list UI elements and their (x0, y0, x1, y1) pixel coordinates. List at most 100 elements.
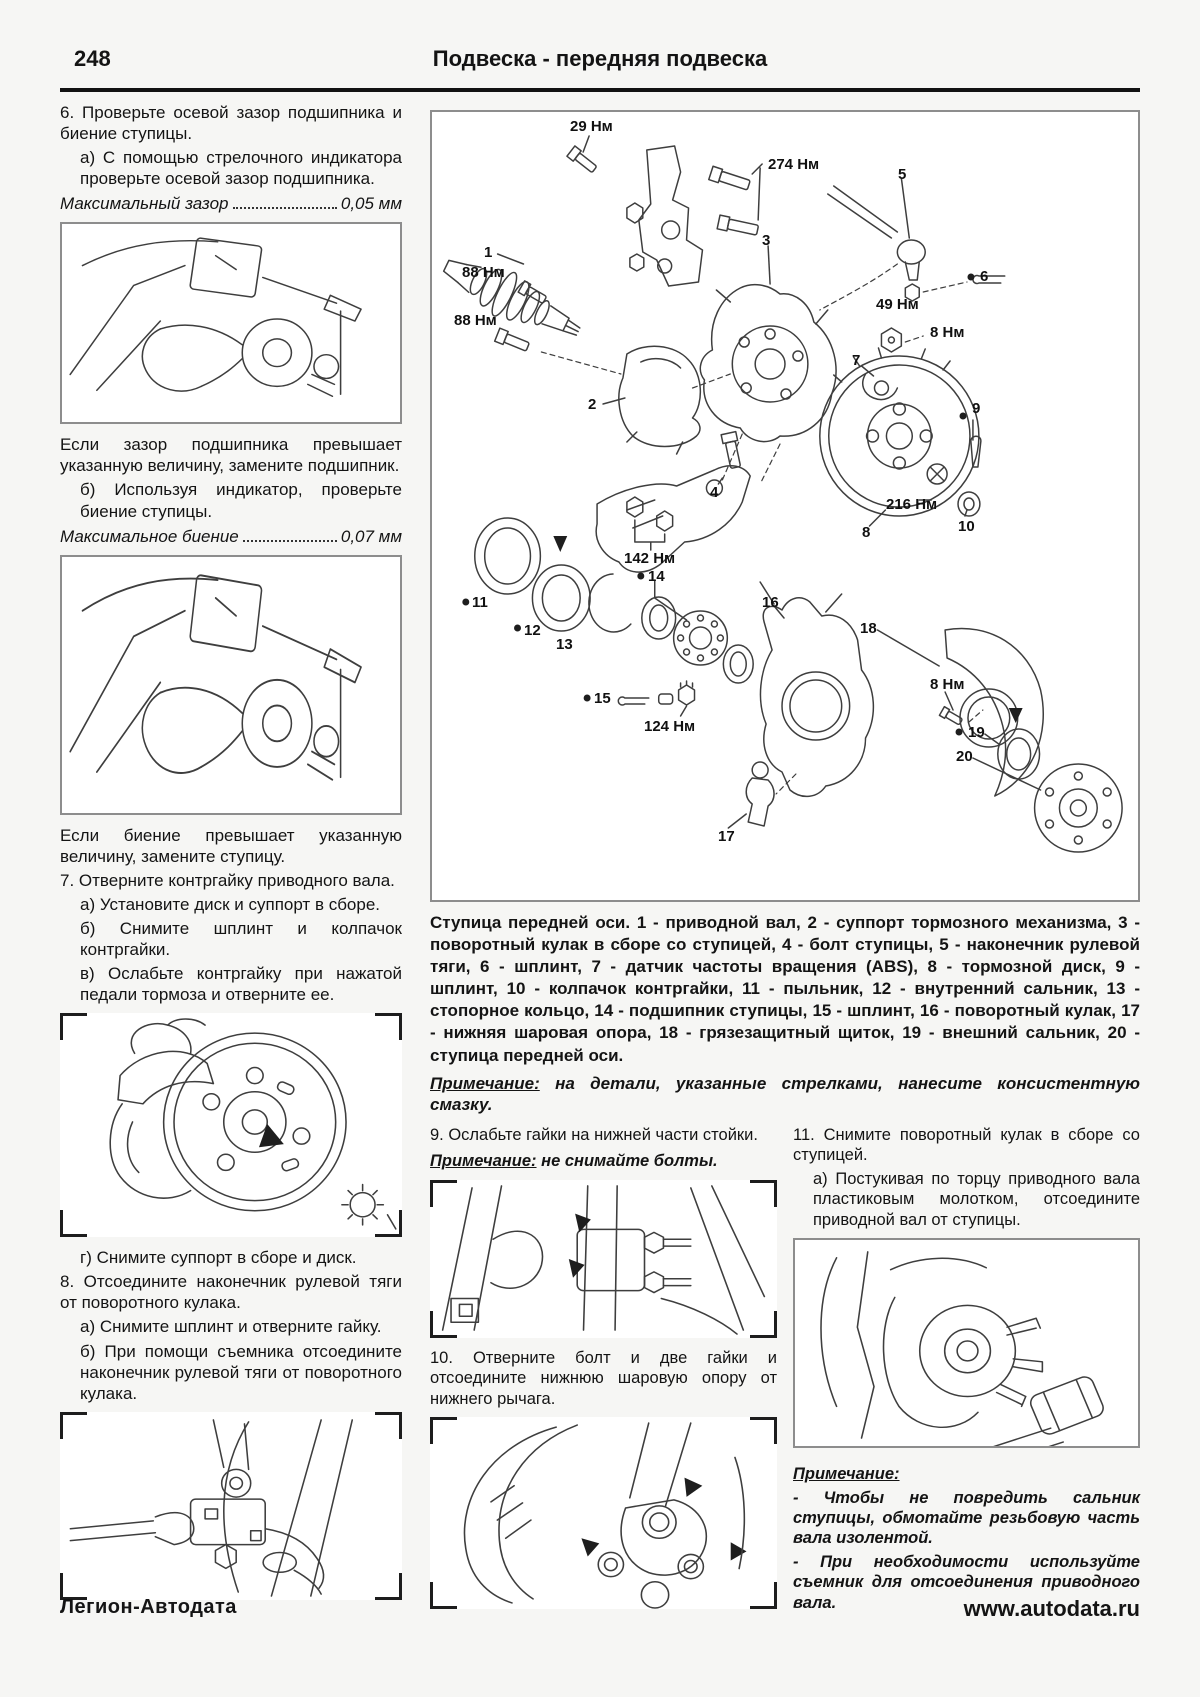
diagram-part-label: 142 Нм (624, 550, 676, 567)
page-number: 248 (74, 46, 111, 71)
diagram-part-label: 10 (958, 518, 975, 535)
diagram-part-label: 5 (898, 166, 907, 183)
spec-label: Максимальное биение (60, 526, 239, 546)
note-text: на детали, указанные стрелками, нанесите… (430, 1073, 1140, 1114)
diagram-part-label: 12 (524, 622, 541, 639)
diagram-caption: Ступица передней оси. 1 - приводной вал,… (430, 913, 1140, 1065)
step-8: 8. Отсоедините наконечник рулевой тяги о… (60, 1272, 402, 1313)
spec-max-runout: Максимальное биение 0,07 мм (60, 527, 402, 547)
step-7: 7. Отверните контргайку приводного вала. (60, 870, 395, 890)
page-header: 248 Подвеска - передняя подвеска (60, 46, 1140, 84)
diagram-part-label: 124 Нм (644, 718, 696, 735)
diagram-part-label: 3 (762, 232, 771, 249)
corner-bracket (375, 1013, 402, 1041)
para-if-runout: Если биение превышает указанную величину… (60, 825, 402, 866)
diagram-part-label: 216 Нм (886, 496, 938, 513)
note-label: Примечание: (793, 1465, 900, 1484)
step-10: 10. Отверните болт и две гайки и отсоеди… (430, 1348, 777, 1408)
corner-bracket (430, 1417, 457, 1445)
diagram-part-label: 20 (956, 748, 973, 765)
figure-strut-nuts (430, 1179, 777, 1338)
corner-bracket (375, 1210, 402, 1238)
step-11a: а) Постукивая по торцу приводного вала п… (813, 1169, 1140, 1229)
corner-bracket (750, 1582, 777, 1610)
corner-bracket (375, 1411, 402, 1439)
step-11: 11. Снимите поворотный кулак в сборе со … (793, 1125, 1140, 1165)
note-line: - Чтобы не повредить сальник ступицы, об… (793, 1488, 1140, 1548)
spec-max-gap: Максимальный зазор 0,05 мм (60, 194, 402, 214)
dotted-leader (232, 207, 337, 210)
diagram-part-label: 8 Нм (930, 324, 965, 341)
note-label: Примечание: (430, 1152, 537, 1171)
step-7b: б) Снимите шплинт и колпачок контргайки. (80, 918, 402, 960)
step-7a: а) Установите диск и суппорт в сборе. (80, 894, 381, 914)
page-footer: Легион-Автодата www.autodata.ru (60, 1596, 1140, 1622)
step-8a: а) Снимите шплинт и отверните гайку. (80, 1317, 382, 1337)
note-text: не снимайте болты. (536, 1152, 718, 1171)
diagram-part-label: 2 (588, 396, 597, 413)
header-rule (60, 88, 1140, 92)
diagram-part-label: 1 (484, 244, 493, 261)
diagram-part-label: 7 (852, 352, 861, 369)
note-step9: Примечание: не снимайте болты. (430, 1151, 777, 1171)
step-9: 9. Ослабьте гайки на нижней части стойки… (430, 1125, 758, 1144)
spec-value: 0,07 мм (340, 526, 402, 546)
bottom-note: Примечание: - Чтобы не повредить сальник… (793, 1464, 1140, 1613)
corner-bracket (750, 1310, 777, 1338)
figure-hub-hammer (793, 1238, 1140, 1449)
figure-tie-rod-removal (60, 1411, 402, 1600)
diagram-part-label: 19 (968, 724, 985, 741)
figure-runout-check (60, 554, 402, 815)
corner-bracket (430, 1310, 457, 1338)
corner-bracket (60, 1013, 87, 1041)
bottom-right-column: 11. Снимите поворотный кулак в сборе со … (793, 1125, 1140, 1616)
exploded-diagram-art (442, 135, 1123, 853)
diagram-part-label: 13 (556, 636, 573, 653)
website-url: www.autodata.ru (963, 1596, 1140, 1621)
corner-bracket (60, 1210, 87, 1238)
corner-bracket (60, 1411, 87, 1439)
corner-bracket (375, 1572, 402, 1600)
bottom-left-column: 9. Ослабьте гайки на нижней части стойки… (430, 1125, 777, 1619)
note-line: - При необходимости используйте съемник … (793, 1552, 1140, 1612)
step-6: 6. Проверьте осевой зазор подшипника и б… (60, 103, 402, 144)
diagram-part-label: 9 (972, 400, 981, 417)
diagram-part-label: 18 (860, 620, 877, 637)
figure-axial-play-check (60, 222, 402, 425)
corner-bracket (750, 1179, 777, 1207)
publisher-name: Легион-Автодата (60, 1596, 237, 1618)
step-6b: б) Используя индикатор, проверьте биение… (80, 480, 402, 521)
step-7d: г) Снимите суппорт в сборе и диск. (80, 1248, 357, 1268)
diagram-part-label: 88 Нм (454, 312, 497, 329)
corner-bracket (60, 1572, 87, 1600)
diagram-part-label: 16 (762, 594, 779, 611)
diagram-part-label: 14 (648, 568, 665, 585)
corner-bracket (750, 1417, 777, 1445)
page-title: Подвеска - передняя подвеска (432, 46, 768, 71)
step-8b: б) При помощи съемника отсоедините након… (80, 1341, 402, 1403)
diagram-part-label: 6 (980, 268, 989, 285)
diagram-part-label: 49 Нм (876, 296, 919, 313)
spec-label: Максимальный зазор (60, 194, 229, 214)
diagram-note: Примечание: на детали, указанные стрелка… (430, 1073, 1140, 1115)
diagram-part-label: 8 Нм (930, 676, 965, 693)
figure-disc-caliper (60, 1013, 402, 1238)
diagram-part-label: 17 (718, 828, 735, 845)
diagram-part-label: 29 Нм (570, 118, 613, 135)
figure-ball-joint (430, 1417, 777, 1610)
corner-bracket (430, 1179, 457, 1207)
dotted-leader (242, 539, 337, 542)
left-column: 6. Проверьте осевой зазор подшипника и б… (60, 102, 402, 1610)
step-7c: в) Ослабьте контргайку при нажатой педал… (80, 964, 402, 1005)
corner-bracket (430, 1582, 457, 1610)
spec-value: 0,05 мм (340, 194, 402, 214)
para-if-gap: Если зазор подшипника превышает указанну… (60, 435, 402, 476)
diagram-part-label: 8 (862, 524, 871, 541)
diagram-part-label: 88 Нм (462, 264, 505, 281)
diagram-part-label: 11 (472, 594, 488, 611)
diagram-part-label: 15 (594, 690, 611, 707)
manual-page: 248 Подвеска - передняя подвеска 6. Пров… (60, 46, 1140, 1619)
note-label: Примечание: (430, 1073, 540, 1093)
